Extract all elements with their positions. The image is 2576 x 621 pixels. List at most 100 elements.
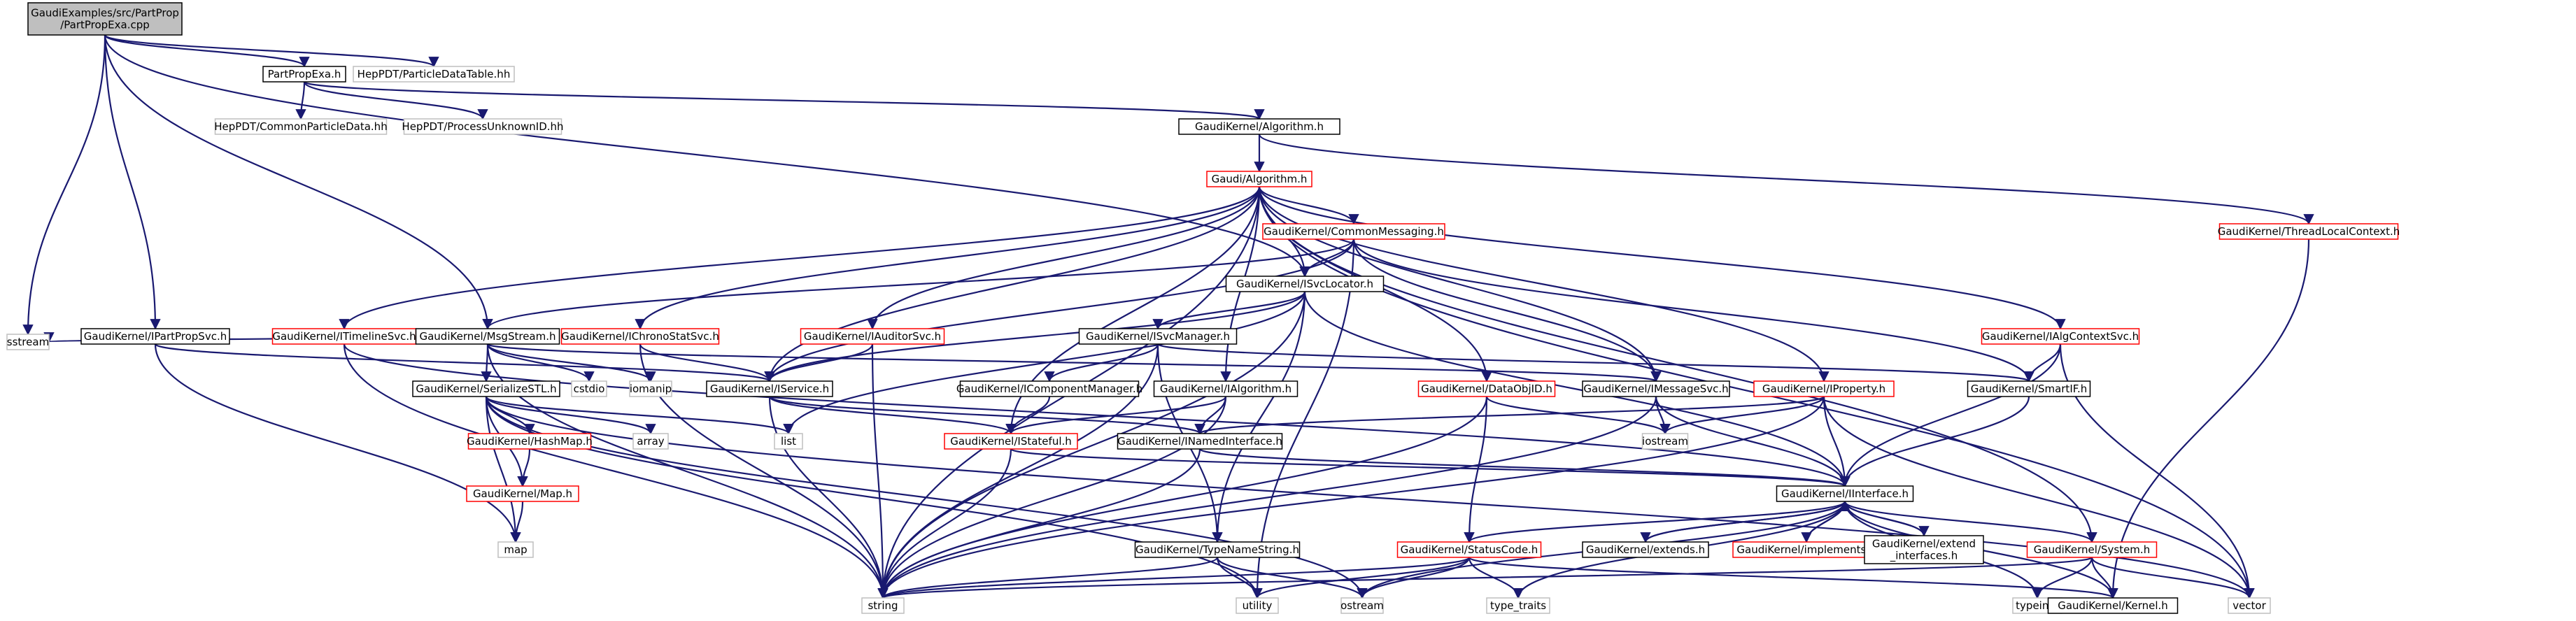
edge-imessagesvc-to-string [877, 396, 1657, 599]
node-label-inamedinterface: GaudiKernel/INamedInterface.h [1117, 435, 1282, 448]
node-box-interface [1776, 485, 1914, 502]
node-serializestl[interactable]: GaudiKernel/SerializeSTL.h [412, 380, 560, 397]
edge-icomponentmanager-to-istateful [1005, 396, 1051, 435]
node-label-typenamestring: GaudiKernel/TypeNameString.h [1135, 543, 1299, 556]
node-implements[interactable]: GaudiKernel/implements.h [1732, 541, 1881, 558]
edge-isvcmanager-to-icomponentmanager [1044, 343, 1159, 383]
node-smartif[interactable]: GaudiKernel/SmartIF.h [1967, 380, 2091, 397]
edge-iauditorsvc-to-string [871, 343, 889, 599]
node-label-type_traits: type_traits [1490, 599, 1546, 613]
edge-ichronostatsvc-to-iservice [639, 343, 775, 383]
node-extend_interfaces[interactable]: GaudiKernel/extend_interfaces.h [1864, 535, 1984, 564]
edge-serializestl-to-array [485, 396, 656, 435]
node-label-thread_local: GaudiKernel/ThreadLocalContext.h [2218, 225, 2400, 238]
node-imessagesvc[interactable]: GaudiKernel/IMessageSvc.h [1582, 380, 1730, 397]
edge-typenamestring-to-utility [1216, 557, 1263, 599]
edge-iproperty-to-interface [1823, 396, 1850, 487]
node-label-string: string [868, 599, 898, 612]
node-box-typenamestring [1134, 541, 1301, 558]
node-isvclocator[interactable]: GaudiKernel/ISvcLocator.h [1225, 276, 1385, 292]
edge-ialgorithm-to-istateful [1005, 396, 1227, 435]
node-box-ialgorithm [1153, 380, 1298, 397]
node-ialgcontextsvc[interactable]: GaudiKernel/IAlgContextSvc.h [1981, 328, 2140, 345]
node-utility: utility [1236, 597, 1279, 614]
node-ipartpropsvc[interactable]: GaudiKernel/IPartPropSvc.h [80, 328, 230, 345]
node-interface[interactable]: GaudiKernel/IInterface.h [1776, 485, 1914, 502]
node-iservice[interactable]: GaudiKernel/IService.h [706, 380, 833, 397]
node-label-vector: vector [2232, 599, 2266, 612]
node-label-kernel_h: GaudiKernel/Kernel.h [2058, 599, 2168, 612]
edge-root-to-hep_pdt_table [104, 34, 439, 68]
node-typenamestring[interactable]: GaudiKernel/TypeNameString.h [1134, 541, 1301, 558]
node-iostream: iostream [1641, 433, 1689, 450]
edge-smartif-to-interface [1839, 396, 2030, 487]
edge-serializestl-to-utility [485, 396, 1263, 599]
node-dataobjid[interactable]: GaudiKernel/DataObjID.h [1417, 380, 1556, 397]
edge-istateful-to-interface [1010, 448, 1850, 487]
node-hep_pdt_table: HepPDT/ParticleDataTable.hh [353, 66, 515, 83]
edge-partpropexa_h-to-hep_common [295, 81, 306, 120]
node-label-iservice: GaudiKernel/IService.h [710, 383, 829, 395]
edge-msgstream-to-cstdio [486, 343, 595, 383]
node-hashmap[interactable]: GaudiKernel/HashMap.h [467, 433, 593, 450]
node-common_messaging[interactable]: GaudiKernel/CommonMessaging.h [1262, 223, 1445, 240]
node-kernel_h[interactable]: GaudiKernel/Kernel.h [2047, 597, 2179, 614]
edge-ialgcontextsvc-to-smartif [2023, 343, 2062, 383]
node-box-iproperty [1753, 380, 1895, 397]
node-box-imessagesvc [1582, 380, 1730, 397]
node-gaudi_algorithm[interactable]: Gaudi/Algorithm.h [1206, 171, 1312, 187]
node-box-msgstream [415, 328, 560, 345]
node-kernel_algorithm[interactable]: GaudiKernel/Algorithm.h [1178, 118, 1340, 135]
node-box-map_h [466, 485, 579, 502]
node-system_h[interactable]: GaudiKernel/System.h [2026, 541, 2158, 558]
node-extends[interactable]: GaudiKernel/extends.h [1582, 541, 1709, 558]
node-iauditorsvc[interactable]: GaudiKernel/IAuditorSvc.h [800, 328, 945, 345]
node-box-hep_common [214, 118, 388, 135]
node-partpropexa_h[interactable]: PartPropExa.h [262, 66, 346, 83]
node-map_h[interactable]: GaudiKernel/Map.h [466, 485, 579, 502]
node-label-imessagesvc: GaudiKernel/IMessageSvc.h [1583, 383, 1728, 395]
edge-isvcmanager-to-smartif [1156, 343, 2034, 383]
edge-ipartpropsvc-to-iservice [154, 343, 775, 383]
node-box-array [632, 433, 669, 450]
edge-extend_interfaces-to-interface [1839, 500, 1925, 536]
node-hep_common: HepPDT/CommonParticleData.hh [214, 118, 388, 135]
node-inamedinterface[interactable]: GaudiKernel/INamedInterface.h [1117, 433, 1283, 450]
node-label-ipartpropsvc: GaudiKernel/IPartPropSvc.h [84, 330, 227, 343]
node-box-hep_pdt_table [353, 66, 515, 83]
node-box-iauditorsvc [800, 328, 945, 345]
node-isvcmanager[interactable]: GaudiKernel/ISvcManager.h [1078, 328, 1238, 345]
edge-dataobjid-to-iostream [1485, 396, 1671, 435]
edge-root-to-ipartpropsvc [104, 34, 161, 330]
node-msgstream[interactable]: GaudiKernel/MsgStream.h [415, 328, 560, 345]
edge-iproperty-to-inamedinterface [1194, 395, 1825, 435]
edge-root-to-isvclocator [104, 34, 1310, 278]
node-ialgorithm[interactable]: GaudiKernel/IAlgorithm.h [1153, 380, 1298, 397]
node-statuscode[interactable]: GaudiKernel/StatusCode.h [1396, 541, 1542, 558]
node-iomanip: iomanip [629, 380, 672, 397]
node-label-itimelinesvc: GaudiKernel/ITimelineSvc.h [272, 330, 416, 343]
node-hep_process: HepPDT/ProcessUnknownID.hh [402, 118, 564, 135]
nodes-layer: GaudiExamples/src/PartProp/PartPropExa.c… [6, 2, 2400, 614]
node-label-istateful: GaudiKernel/IStateful.h [950, 435, 1072, 448]
node-type_traits: type_traits [1486, 597, 1550, 614]
edge-common_messaging-to-smartif [1352, 238, 2034, 383]
node-box-gaudi_algorithm [1206, 171, 1312, 187]
node-itimelinesvc[interactable]: GaudiKernel/ITimelineSvc.h [271, 328, 417, 345]
node-label-hashmap: GaudiKernel/HashMap.h [467, 435, 593, 448]
node-label-system_h: GaudiKernel/System.h [2034, 543, 2150, 556]
node-label-root-line-2: /PartPropExa.cpp [60, 19, 150, 31]
node-istateful[interactable]: GaudiKernel/IStateful.h [944, 433, 1078, 450]
node-ichronostatsvc[interactable]: GaudiKernel/IChronoStatSvc.h [560, 328, 720, 345]
node-box-serializestl [412, 380, 560, 397]
edge-interface-to-statuscode [1464, 500, 1846, 543]
node-box-utility [1236, 597, 1279, 614]
node-root[interactable]: GaudiExamples/src/PartProp/PartPropExa.c… [27, 2, 183, 36]
node-thread_local[interactable]: GaudiKernel/ThreadLocalContext.h [2218, 223, 2400, 240]
node-label-ichronostatsvc: GaudiKernel/IChronoStatSvc.h [561, 330, 719, 343]
node-label-map_h: GaudiKernel/Map.h [473, 487, 572, 500]
node-iproperty[interactable]: GaudiKernel/IProperty.h [1753, 380, 1895, 397]
node-box-map [497, 541, 534, 558]
node-icomponentmanager[interactable]: GaudiKernel/IComponentManager.h [956, 380, 1142, 397]
edge-serializestl-to-vector [485, 396, 2255, 599]
